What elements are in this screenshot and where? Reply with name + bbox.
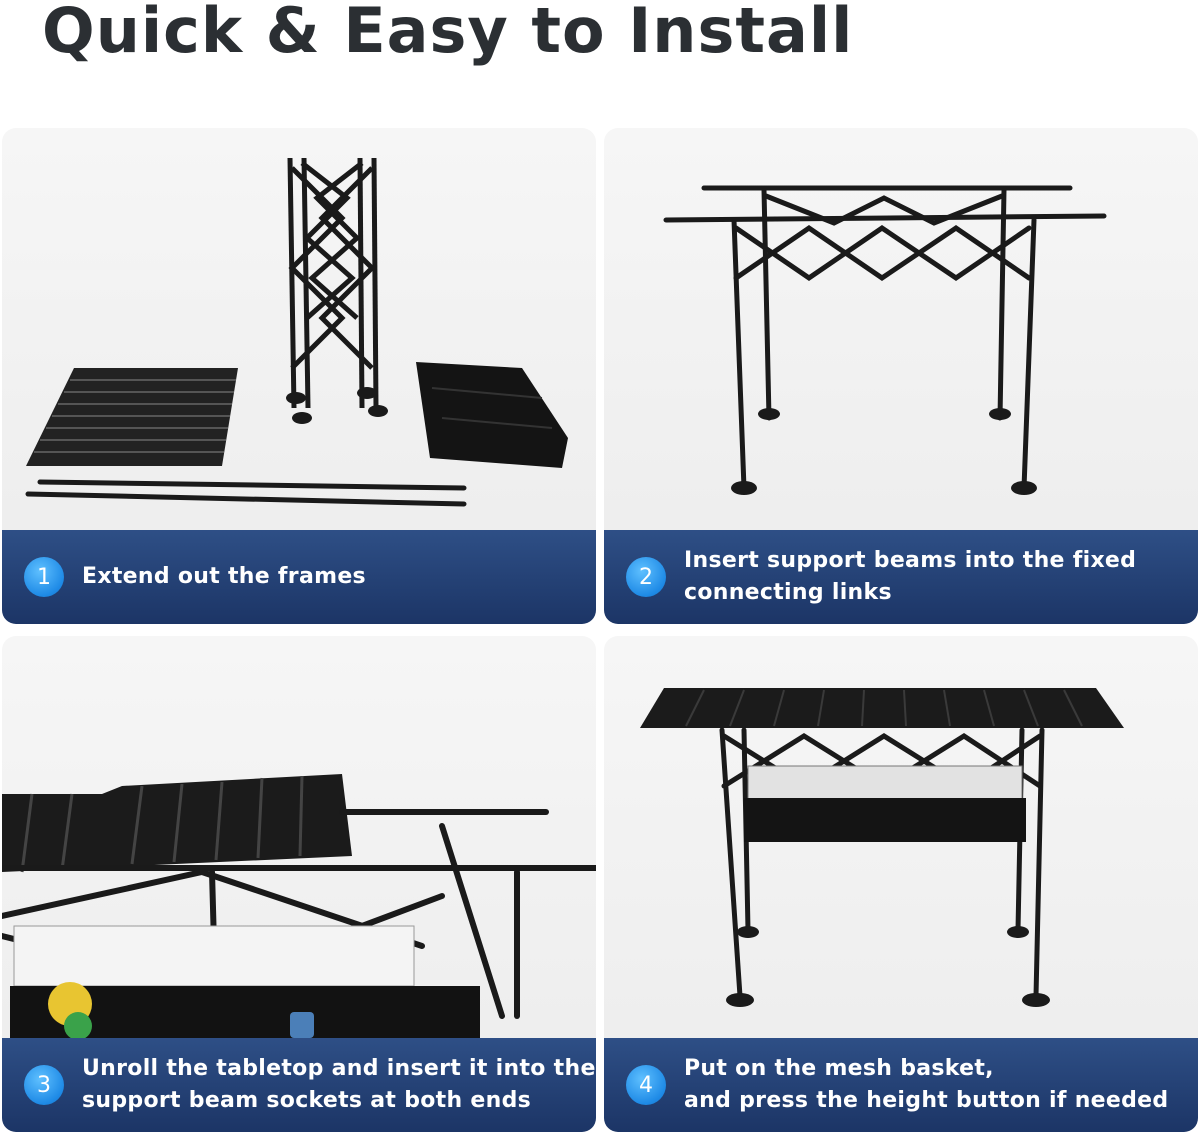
step-caption-text: Unroll the tabletop and insert it into t… bbox=[82, 1056, 596, 1113]
step-number-badge: 2 bbox=[626, 557, 666, 597]
step-caption-bar: 3 Unroll the tabletop and insert it into… bbox=[2, 1038, 596, 1132]
frame-with-beams-illustration bbox=[663, 185, 1107, 495]
page-title: Quick & Easy to Install bbox=[42, 0, 854, 67]
step-caption-bar: 4 Put on the mesh basket, and press the … bbox=[604, 1038, 1198, 1132]
tabletop-insertion-illustration bbox=[2, 774, 596, 1038]
folded-table-parts-illustration bbox=[25, 157, 568, 507]
step-panel-3: 3 Unroll the tabletop and insert it into… bbox=[2, 636, 596, 1132]
step-caption-text: Put on the mesh basket, and press the he… bbox=[684, 1056, 1169, 1113]
step-panel-4: 4 Put on the mesh basket, and press the … bbox=[604, 636, 1198, 1132]
step-number-badge: 3 bbox=[24, 1065, 64, 1105]
step-number-badge: 1 bbox=[24, 557, 64, 597]
assembled-table-illustration bbox=[640, 688, 1124, 1007]
step-caption-bar: 1 Extend out the frames bbox=[2, 530, 596, 624]
step-panel-1: 1 Extend out the frames bbox=[2, 128, 596, 624]
step-number-badge: 4 bbox=[626, 1065, 666, 1105]
step-panel-2: 2 Insert support beams into the fixed co… bbox=[604, 128, 1198, 624]
step-caption-text: Insert support beams into the fixed conn… bbox=[684, 548, 1137, 605]
step-caption-text: Extend out the frames bbox=[82, 564, 366, 589]
step-caption-bar: 2 Insert support beams into the fixed co… bbox=[604, 530, 1198, 624]
